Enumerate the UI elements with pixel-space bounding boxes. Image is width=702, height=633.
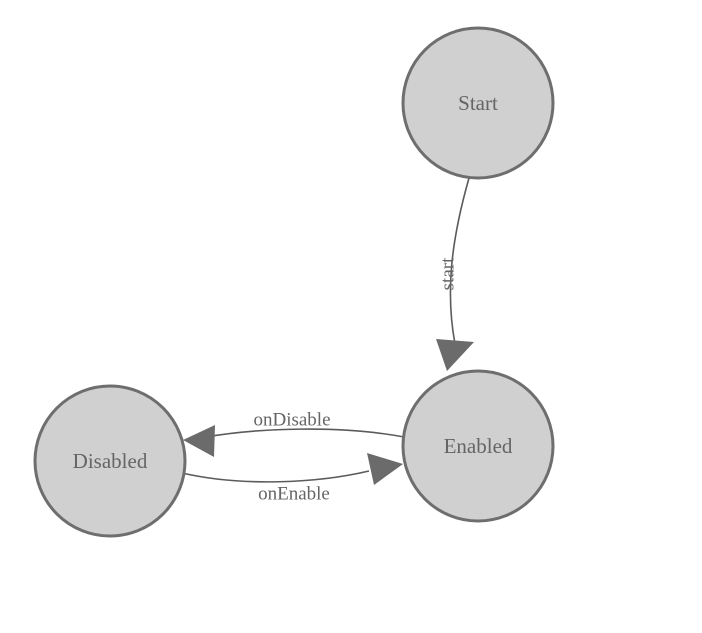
edge-start-enabled[interactable] bbox=[436, 177, 474, 371]
state-node-disabled-label: Disabled bbox=[73, 449, 148, 473]
edge-label-on-disable: onDisable bbox=[253, 410, 330, 431]
edge-disabled-enabled[interactable] bbox=[181, 453, 403, 485]
edge-label-on-enable: onEnable bbox=[258, 484, 330, 505]
state-node-enabled[interactable]: Enabled bbox=[401, 369, 555, 523]
edge-enabled-disabled[interactable] bbox=[183, 425, 405, 457]
state-node-enabled-circle bbox=[401, 369, 555, 523]
edge-start-enabled-path bbox=[449, 177, 470, 345]
state-node-start[interactable]: Start bbox=[401, 26, 555, 180]
edge-disabled-enabled-arrowhead bbox=[367, 453, 403, 485]
edge-disabled-enabled-path bbox=[181, 470, 370, 483]
state-node-disabled-circle bbox=[33, 384, 187, 538]
edge-label-start: start bbox=[438, 257, 459, 290]
edge-enabled-disabled-path bbox=[205, 428, 405, 438]
state-node-start-circle bbox=[401, 26, 555, 180]
state-node-enabled-label: Enabled bbox=[444, 434, 513, 458]
state-node-disabled[interactable]: Disabled bbox=[33, 384, 187, 538]
edge-start-enabled-arrowhead bbox=[436, 339, 474, 371]
state-node-start-label: Start bbox=[458, 91, 498, 115]
edge-enabled-disabled-arrowhead bbox=[183, 425, 215, 457]
